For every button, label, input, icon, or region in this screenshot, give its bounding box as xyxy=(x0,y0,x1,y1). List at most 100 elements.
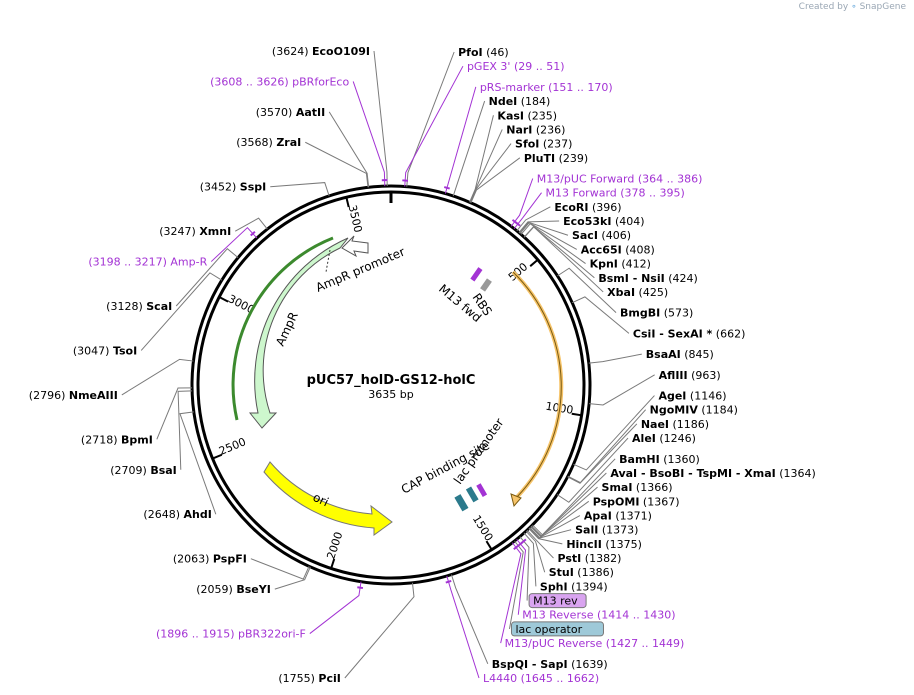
site-label[interactable]: (3047) TsoI xyxy=(73,344,137,357)
site-label[interactable]: ApaI (1371) xyxy=(584,510,652,523)
site-label[interactable]: SacI (406) xyxy=(572,229,631,242)
site-position: (845) xyxy=(681,348,714,361)
site-label[interactable]: SphI (1394) xyxy=(540,580,608,593)
site-label-text: (2796) NmeAIII xyxy=(29,389,118,402)
site-label[interactable]: (3452) SspI xyxy=(200,181,267,194)
site-label[interactable]: (2796) NmeAIII xyxy=(29,389,118,402)
site-label[interactable]: AleI (1246) xyxy=(632,432,696,445)
site-label[interactable]: PstI (1382) xyxy=(558,552,622,565)
site-name: NdeI xyxy=(489,95,518,108)
site-label[interactable]: PfoI (46) xyxy=(458,46,509,59)
leader-line xyxy=(352,81,386,187)
ori-arrow[interactable] xyxy=(263,461,393,536)
cap-site-mark[interactable] xyxy=(454,494,469,512)
site-label-text: AleI (1246) xyxy=(632,432,696,445)
site-label[interactable]: (2063) PspFI xyxy=(173,553,247,566)
site-label[interactable]: (1755) PciI xyxy=(278,672,341,685)
site-label[interactable]: NaeI (1186) xyxy=(641,418,709,431)
site-label[interactable]: AvaI - BsoBI - TspMI - XmaI (1364) xyxy=(610,467,816,480)
site-label-text: AgeI (1146) xyxy=(658,390,726,403)
rbs-mark[interactable] xyxy=(480,278,492,292)
site-label-text: (2709) BsaI xyxy=(110,464,177,477)
site-label[interactable]: Acc65I (408) xyxy=(581,243,655,256)
site-label-text: SphI (1394) xyxy=(540,580,608,593)
site-label[interactable]: (3624) EcoO109I xyxy=(272,45,370,58)
leader-line xyxy=(519,536,530,601)
site-label[interactable]: AflIII (963) xyxy=(659,369,721,382)
site-label[interactable]: NdeI (184) xyxy=(489,95,551,108)
site-label[interactable]: (1896 .. 1915) pBR322ori-F xyxy=(156,628,306,641)
site-label-text: (2648) AhdI xyxy=(143,508,211,521)
lac-promoter-mark[interactable] xyxy=(465,486,479,503)
leader-line xyxy=(450,574,489,665)
site-label[interactable]: EcoRI (396) xyxy=(554,201,621,214)
site-label[interactable]: NgoMIV (1184) xyxy=(650,404,738,417)
site-label-text: AflIII (963) xyxy=(659,369,721,382)
tick-label: 2000 xyxy=(324,530,345,561)
site-label-text: NgoMIV (1184) xyxy=(650,404,738,417)
site-label[interactable]: M13/pUC Forward (364 .. 386) xyxy=(537,173,703,186)
site-label[interactable]: StuI (1386) xyxy=(549,566,614,579)
site-label[interactable]: (3608 .. 3626) pBRforEco xyxy=(210,75,349,88)
site-label[interactable]: NarI (236) xyxy=(506,123,565,136)
site-name: SmaI xyxy=(602,481,633,494)
site-label[interactable]: XbaI (425) xyxy=(607,286,668,299)
site-name: pBR322ori-F xyxy=(238,628,306,641)
site-label[interactable]: PluTI (239) xyxy=(524,152,588,165)
site-label[interactable]: (3570) AatII xyxy=(256,106,325,119)
leader-line xyxy=(500,542,522,644)
site-label-text: Acc65I (408) xyxy=(581,243,655,256)
ampr-promoter-arrow[interactable] xyxy=(341,235,369,258)
site-label[interactable]: KpnI (412) xyxy=(590,258,651,271)
site-label[interactable]: SfoI (237) xyxy=(515,138,572,151)
site-label[interactable]: BmgBI (573) xyxy=(620,307,693,320)
site-label[interactable]: M13 Reverse (1414 .. 1430) xyxy=(522,609,675,622)
site-label[interactable]: SalI (1373) xyxy=(575,524,638,537)
site-label[interactable]: AgeI (1146) xyxy=(658,390,726,403)
site-label[interactable]: (2059) BseYI xyxy=(196,583,271,596)
site-label[interactable]: HincII (1375) xyxy=(566,538,642,551)
site-label[interactable]: SmaI (1366) xyxy=(602,481,673,494)
site-label[interactable]: (3128) ScaI xyxy=(106,300,172,313)
site-name: NaeI xyxy=(641,418,669,431)
leader-line xyxy=(525,530,546,573)
m13-fwd-mark[interactable] xyxy=(470,267,483,282)
site-label[interactable]: Eco53kI (404) xyxy=(563,215,644,228)
site-label[interactable]: M13 Forward (378 .. 395) xyxy=(546,187,685,200)
ampr-arrow[interactable] xyxy=(248,237,349,429)
leader-line xyxy=(444,86,477,194)
site-label[interactable]: (2718) BpmI xyxy=(81,433,153,446)
site-label[interactable]: (3247) XmnI xyxy=(159,225,231,238)
site-label[interactable]: KasI (235) xyxy=(497,109,557,122)
site-label[interactable]: (2648) AhdI xyxy=(143,508,211,521)
site-label[interactable]: pGEX 3' (29 .. 51) xyxy=(467,60,565,73)
site-label[interactable]: (3568) ZraI xyxy=(236,136,301,149)
site-label[interactable]: (3198 .. 3217) Amp-R xyxy=(88,256,207,269)
site-label[interactable]: lac operator xyxy=(510,621,604,637)
credit-prefix: Created by xyxy=(798,2,849,12)
primer-mark xyxy=(250,230,256,237)
site-label[interactable]: BamHI (1360) xyxy=(619,453,700,466)
site-label[interactable]: (2709) BsaI xyxy=(110,464,177,477)
tick-label: 2500 xyxy=(217,435,248,458)
leader-line xyxy=(406,51,455,187)
tick-mark xyxy=(529,258,539,267)
site-label[interactable]: BsaAI (845) xyxy=(646,348,714,361)
leader-line xyxy=(250,558,310,580)
site-label[interactable]: pRS-marker (151 .. 170) xyxy=(480,81,613,94)
site-label[interactable]: CsiI - SexAI * (662) xyxy=(633,327,745,340)
primer-mark xyxy=(357,586,364,590)
site-label[interactable]: BspQI - SapI (1639) xyxy=(492,658,608,671)
lac-operator-mark[interactable] xyxy=(476,483,488,498)
site-label[interactable]: L4440 (1645 .. 1662) xyxy=(483,672,599,685)
site-position: (3198 .. 3217) xyxy=(88,256,170,269)
site-label[interactable]: BsmI - NsiI (424) xyxy=(598,272,697,285)
site-position: (237) xyxy=(539,138,572,151)
site-label-text: Eco53kI (404) xyxy=(563,215,644,228)
leader-line xyxy=(519,222,578,250)
site-label[interactable]: M13 rev xyxy=(528,593,587,609)
site-label-text: (2718) BpmI xyxy=(81,433,153,446)
site-label[interactable]: M13/pUC Reverse (1427 .. 1449) xyxy=(505,637,685,650)
site-position: (1366) xyxy=(632,481,672,494)
site-label[interactable]: PspOMI (1367) xyxy=(593,495,680,508)
